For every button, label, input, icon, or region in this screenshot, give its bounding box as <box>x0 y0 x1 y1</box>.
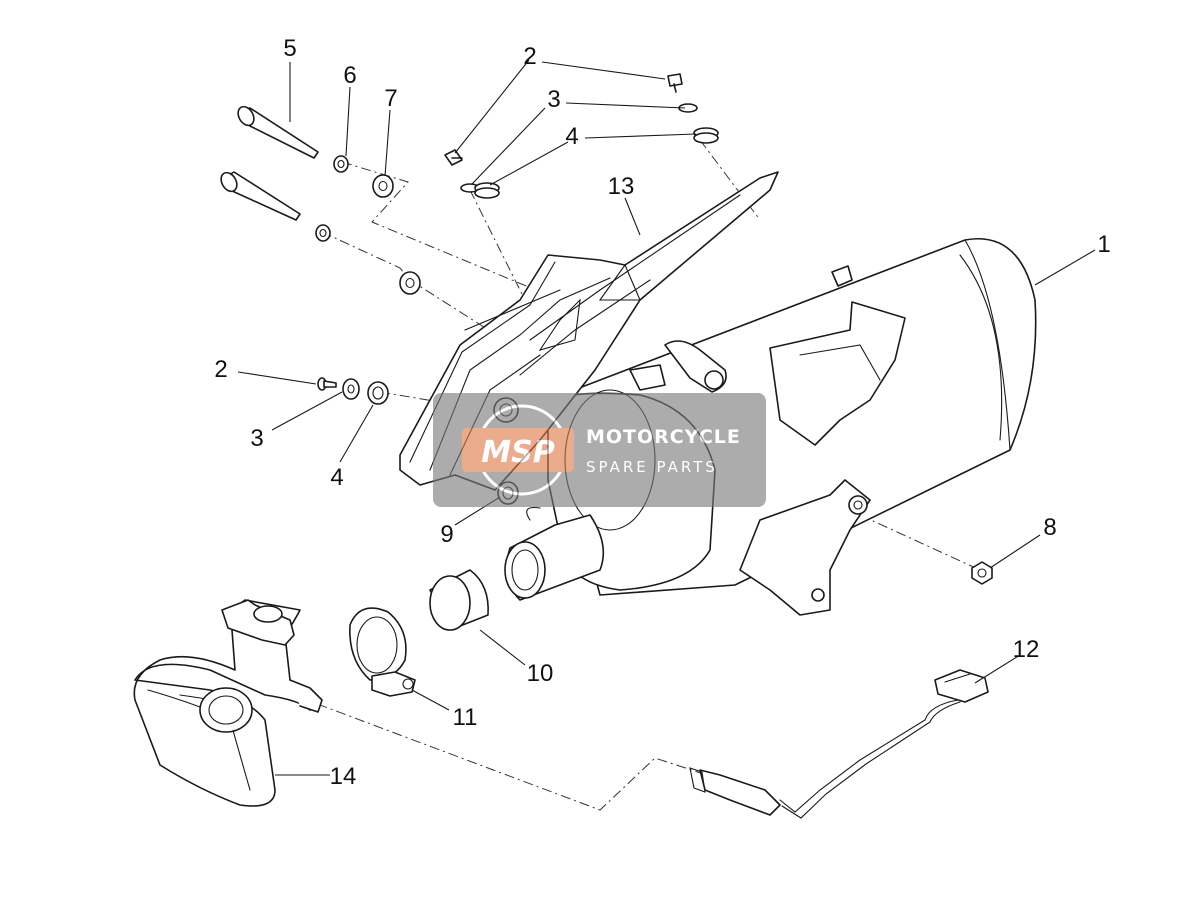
screw-upper-right <box>667 73 683 93</box>
flat-washer-lower <box>399 271 421 295</box>
callout-5: 5 <box>283 35 296 62</box>
svg-text:MSP: MSP <box>481 435 554 470</box>
washer-mid-left <box>342 378 360 400</box>
callout-7: 7 <box>384 85 397 112</box>
grommet-upper-right <box>693 127 719 144</box>
watermark-panel <box>433 393 766 507</box>
watermark-logo-icon: MSP <box>462 404 574 496</box>
leader-lines <box>237 59 1096 776</box>
callouts: 1 2 3 4 5 6 7 13 2 3 4 9 8 10 11 12 14 <box>214 35 1110 790</box>
callout-4-top: 4 <box>565 123 578 150</box>
exhaust-manifold <box>133 599 323 807</box>
callout-9: 9 <box>440 521 453 548</box>
callout-13: 13 <box>608 173 635 200</box>
flat-washer-upper <box>372 174 394 198</box>
gasket-sleeve <box>429 569 489 631</box>
callout-14: 14 <box>330 763 357 790</box>
callout-3-mid: 3 <box>250 425 263 452</box>
screw-upper-left <box>444 149 463 166</box>
long-bolt-upper <box>237 105 319 159</box>
callout-2-top: 2 <box>523 43 536 70</box>
clamp <box>349 607 416 697</box>
callout-10: 10 <box>527 660 554 687</box>
watermark-subtitle: SPARE PARTS <box>586 458 718 476</box>
callout-6: 6 <box>343 62 356 89</box>
lambda-sensor <box>689 669 989 819</box>
screw-mid-left <box>317 377 337 391</box>
callout-1: 1 <box>1097 231 1110 258</box>
watermark: MSP MOTORCYCLE SPARE PARTS <box>433 393 766 507</box>
callout-8: 8 <box>1043 514 1056 541</box>
callout-2-mid: 2 <box>214 356 227 383</box>
lock-washer-upper <box>333 155 349 173</box>
nut <box>971 561 993 585</box>
lock-washer-lower <box>315 224 331 242</box>
callout-11: 11 <box>453 704 478 731</box>
grommet-upper-left <box>474 182 500 199</box>
callout-12: 12 <box>1013 636 1040 663</box>
long-bolt-lower <box>220 171 301 221</box>
callout-4-mid: 4 <box>330 464 343 491</box>
callout-3-top: 3 <box>547 86 560 113</box>
watermark-title: MOTORCYCLE <box>586 426 741 448</box>
grommet-mid-left <box>367 381 389 405</box>
